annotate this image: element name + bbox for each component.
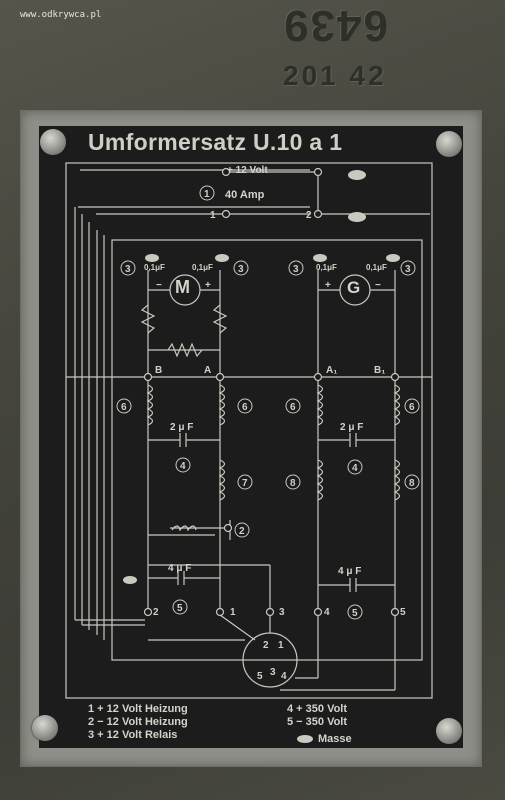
svg-text:6: 6 bbox=[242, 402, 248, 413]
svg-text:1: 1 bbox=[210, 210, 216, 221]
legend-item-5: 5 − 350 Volt bbox=[287, 716, 348, 728]
svg-text:2: 2 bbox=[153, 607, 159, 618]
legend-item-4: 4 + 350 Volt bbox=[287, 703, 348, 715]
svg-text:−: − bbox=[375, 280, 381, 291]
svg-text:5: 5 bbox=[400, 607, 406, 618]
svg-text:4: 4 bbox=[180, 461, 186, 472]
capacitor-label: 0,1μF bbox=[192, 263, 213, 272]
svg-text:A: A bbox=[204, 365, 211, 376]
capacitor-label: 0,1μF bbox=[316, 263, 337, 272]
svg-text:−: − bbox=[156, 280, 162, 291]
svg-text:3: 3 bbox=[270, 667, 276, 678]
svg-text:+: + bbox=[325, 280, 331, 291]
svg-text:4: 4 bbox=[281, 671, 287, 682]
capacitor-label: 4 μ F bbox=[168, 563, 192, 574]
svg-text:3: 3 bbox=[238, 264, 244, 275]
legend-item-1: 1 + 12 Volt Heizung bbox=[88, 703, 188, 715]
svg-text:7: 7 bbox=[242, 478, 248, 489]
svg-text:3: 3 bbox=[125, 264, 131, 275]
capacitor-label: 4 μ F bbox=[338, 566, 362, 577]
svg-text:2: 2 bbox=[239, 526, 245, 537]
supply-voltage-label: + 12 Volt bbox=[227, 165, 268, 176]
generator-symbol: G bbox=[347, 278, 361, 297]
legend-item-2: 2 − 12 Volt Heizung bbox=[88, 716, 188, 728]
svg-text:6: 6 bbox=[409, 402, 415, 413]
svg-text:B₁: B₁ bbox=[374, 365, 385, 376]
screw-icon bbox=[436, 131, 462, 157]
svg-text:2: 2 bbox=[306, 210, 312, 221]
svg-text:8: 8 bbox=[290, 478, 296, 489]
svg-text:1: 1 bbox=[230, 607, 236, 618]
svg-text:6: 6 bbox=[290, 402, 296, 413]
svg-text:1: 1 bbox=[204, 189, 210, 200]
svg-text:3: 3 bbox=[293, 264, 299, 275]
motor-symbol: M bbox=[175, 277, 190, 297]
capacitor-label: 2 μ F bbox=[170, 422, 194, 433]
supply-current-label: 40 Amp bbox=[225, 189, 265, 201]
svg-text:3: 3 bbox=[405, 264, 411, 275]
plate-title: Umformersatz U.10 a 1 bbox=[88, 129, 343, 155]
legend-masse: Masse bbox=[318, 733, 352, 745]
svg-text:8: 8 bbox=[409, 478, 415, 489]
svg-text:3: 3 bbox=[279, 607, 285, 618]
svg-text:5: 5 bbox=[177, 603, 183, 614]
svg-text:2: 2 bbox=[263, 640, 269, 651]
svg-text:5: 5 bbox=[352, 608, 358, 619]
black-panel bbox=[39, 126, 463, 748]
screw-icon bbox=[32, 715, 58, 741]
screw-icon bbox=[436, 718, 462, 744]
svg-text:4: 4 bbox=[324, 607, 330, 618]
svg-text:4: 4 bbox=[352, 463, 358, 474]
capacitor-label: 0,1μF bbox=[366, 263, 387, 272]
capacitor-label: 0,1μF bbox=[144, 263, 165, 272]
legend-item-3: 3 + 12 Volt Relais bbox=[88, 729, 178, 741]
svg-text:5: 5 bbox=[257, 671, 263, 682]
capacitor-label: 2 μ F bbox=[340, 422, 364, 433]
screw-icon bbox=[40, 129, 66, 155]
watermark-text: www.odkrywca.pl bbox=[20, 10, 102, 20]
svg-text:6: 6 bbox=[121, 402, 127, 413]
svg-text:1: 1 bbox=[278, 640, 284, 651]
svg-text:B: B bbox=[155, 365, 162, 376]
svg-text:A₁: A₁ bbox=[326, 365, 337, 376]
stamped-code: 201 42 bbox=[283, 60, 387, 91]
svg-text:+: + bbox=[205, 280, 211, 291]
